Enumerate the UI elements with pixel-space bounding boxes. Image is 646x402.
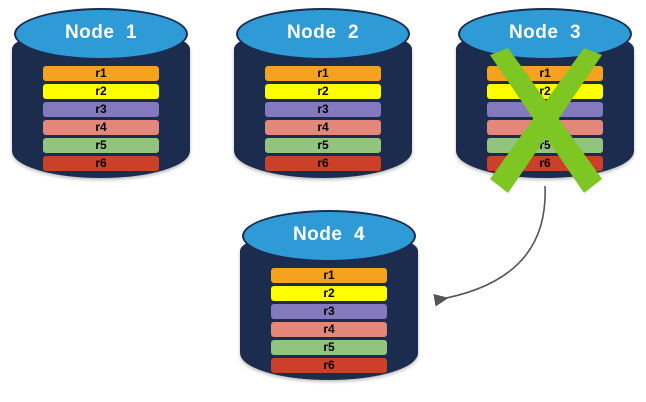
failover-arrow-path (433, 185, 546, 307)
node-1-records: r1 r2 r3 r4 r5 r6 (43, 66, 159, 171)
record-row[interactable]: r2 (271, 286, 387, 301)
record-row[interactable]: r3 (487, 102, 603, 117)
record-row[interactable]: r4 (271, 322, 387, 337)
node-3-records: r1 r2 r3 r4 r5 r6 (487, 66, 603, 171)
record-row[interactable]: r5 (487, 138, 603, 153)
node-3-label: Node 3 (508, 22, 582, 43)
node-1[interactable]: Node 1 r1 r2 r3 r4 r5 r6 (12, 6, 190, 188)
node-2-records: r1 r2 r3 r4 r5 r6 (265, 66, 381, 171)
record-row[interactable]: r1 (271, 268, 387, 283)
record-row[interactable]: r3 (43, 102, 159, 117)
record-row[interactable]: r1 (43, 66, 159, 81)
node-4-records: r1 r2 r3 r4 r5 r6 (271, 268, 387, 373)
record-row[interactable]: r6 (265, 156, 381, 171)
record-row[interactable]: r5 (43, 138, 159, 153)
record-row[interactable]: r4 (487, 120, 603, 135)
record-row[interactable]: r1 (265, 66, 381, 81)
record-row[interactable]: r5 (265, 138, 381, 153)
node-4-label: Node 4 (292, 224, 366, 245)
record-row[interactable]: r4 (265, 120, 381, 135)
record-row[interactable]: r3 (265, 102, 381, 117)
node-4-cylinder-top (242, 210, 416, 262)
node-2-label: Node 2 (286, 22, 360, 43)
node-2[interactable]: Node 2 r1 r2 r3 r4 r5 r6 (234, 6, 412, 188)
record-row[interactable]: r3 (271, 304, 387, 319)
node-1-cylinder-top (14, 8, 188, 60)
record-row[interactable]: r6 (43, 156, 159, 171)
node-2-cylinder-top (236, 8, 410, 60)
record-row[interactable]: r2 (487, 84, 603, 99)
node-3[interactable]: Node 3 r1 r2 r3 r4 r5 r6 (456, 6, 634, 193)
record-row[interactable]: r1 (487, 66, 603, 81)
record-row[interactable]: r6 (487, 156, 603, 171)
record-row[interactable]: r4 (43, 120, 159, 135)
record-row[interactable]: r5 (271, 340, 387, 355)
record-row[interactable]: r6 (271, 358, 387, 373)
node-4[interactable]: Node 4 r1 r2 r3 r4 r5 r6 (240, 208, 418, 390)
node-1-label: Node 1 (64, 22, 138, 43)
record-row[interactable]: r2 (43, 84, 159, 99)
record-row[interactable]: r2 (265, 84, 381, 99)
